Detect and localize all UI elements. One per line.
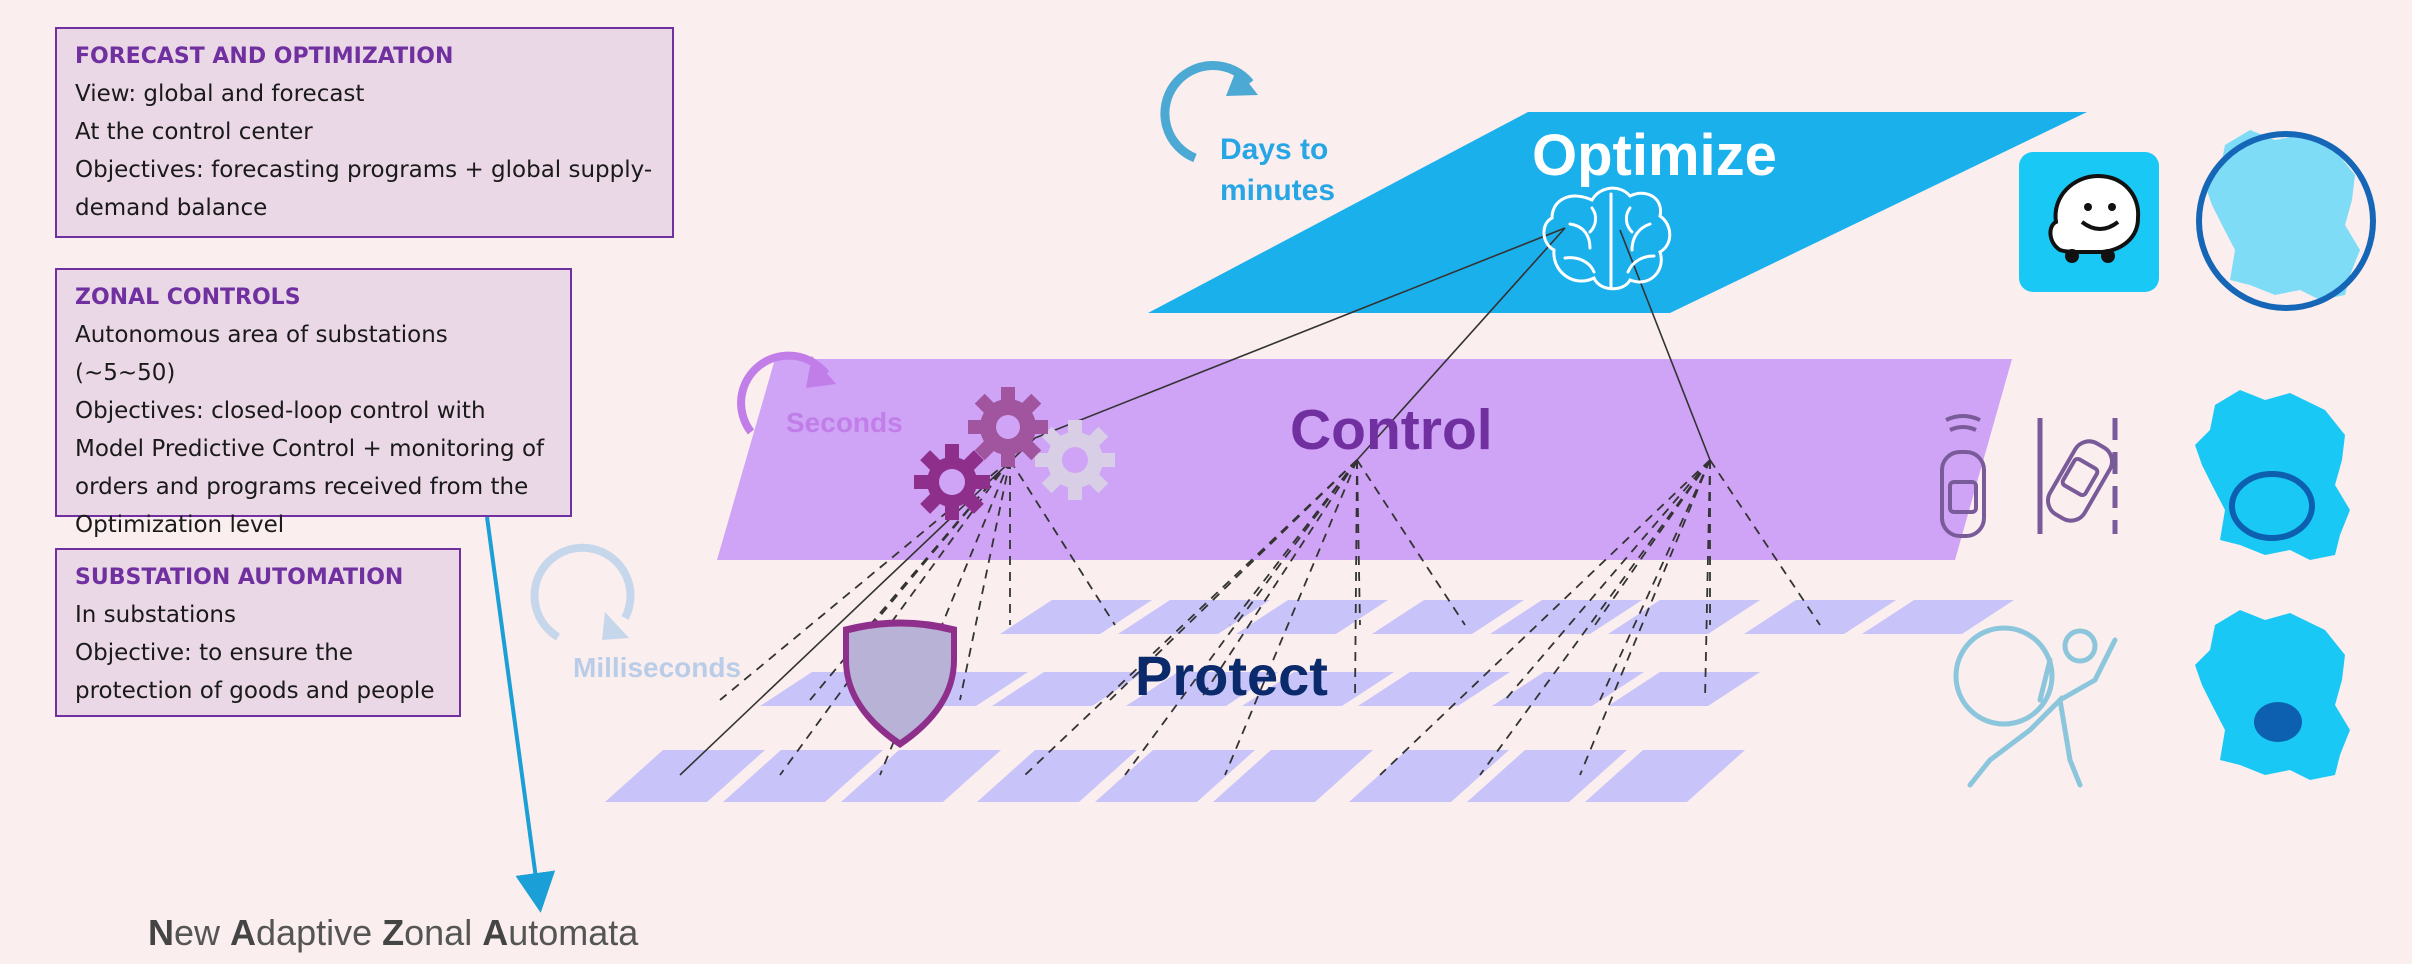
protect-tile bbox=[1467, 750, 1627, 802]
days-label-line2: minutes bbox=[1220, 174, 1335, 207]
days-label-line1: Days to bbox=[1220, 133, 1328, 166]
protect-tile bbox=[1358, 672, 1510, 706]
car-lane-assist-icon bbox=[1940, 414, 2118, 538]
nzaa-title: New Adaptive Zonal Automata bbox=[148, 912, 638, 954]
forecast-optimization-box: FORECAST AND OPTIMIZATION View: global a… bbox=[55, 27, 674, 238]
zonal-controls-box: ZONAL CONTROLS Autonomous area of substa… bbox=[55, 268, 572, 538]
protect-layer bbox=[605, 600, 2014, 802]
protect-tile bbox=[1608, 600, 1760, 634]
protect-tile bbox=[723, 750, 883, 802]
title-rest: utomata bbox=[508, 912, 639, 953]
gear-tooth bbox=[1001, 451, 1015, 467]
title-initial: N bbox=[148, 912, 174, 953]
optimize-label: Optimize bbox=[1532, 123, 1777, 188]
gear-tooth bbox=[968, 420, 984, 434]
zonal-line: Objectives: closed-loop control with bbox=[75, 398, 486, 424]
protect-tile bbox=[1372, 600, 1524, 634]
zonal-line: orders and programs received from the bbox=[75, 474, 529, 500]
forecast-line: Objectives: forecasting programs + globa… bbox=[75, 157, 653, 183]
france-map-icon bbox=[2195, 390, 2350, 560]
gear-tooth bbox=[1068, 484, 1082, 500]
control-plane-3 bbox=[1420, 359, 2012, 560]
days-refresh-icon bbox=[1160, 61, 1258, 163]
france-map-icon bbox=[2196, 130, 2376, 311]
seconds-refresh-icon bbox=[737, 351, 836, 435]
gear-tooth bbox=[1035, 453, 1051, 467]
substation-automation-box: SUBSTATION AUTOMATION In substations Obj… bbox=[55, 548, 461, 717]
seconds-label: Seconds bbox=[786, 407, 903, 438]
forecast-line: At the control center bbox=[75, 119, 313, 145]
protect-tile bbox=[1492, 672, 1644, 706]
zonal-line: Model Predictive Control + monitoring of bbox=[75, 436, 545, 462]
protect-tile bbox=[1349, 750, 1509, 802]
protect-tile bbox=[1126, 672, 1278, 706]
protect-tile bbox=[605, 750, 765, 802]
shield-icon bbox=[843, 619, 957, 748]
protect-tile bbox=[1095, 750, 1255, 802]
protect-tile bbox=[1608, 672, 1760, 706]
title-rest: ew bbox=[174, 912, 231, 953]
zonal-line: Optimization level bbox=[75, 512, 285, 538]
protect-label: Protect bbox=[1135, 644, 1328, 707]
gear-tooth bbox=[914, 475, 930, 489]
gear-tooth bbox=[1068, 420, 1082, 436]
forecast-box-title: FORECAST AND OPTIMIZATION bbox=[75, 44, 454, 69]
protect-tile bbox=[1585, 750, 1745, 802]
brain-icon bbox=[1542, 186, 1672, 291]
substation-box-title: SUBSTATION AUTOMATION bbox=[75, 565, 404, 590]
milliseconds-label: Milliseconds bbox=[573, 652, 741, 683]
gear-tooth bbox=[945, 444, 959, 460]
gear-tooth bbox=[945, 504, 959, 520]
forecast-line: demand balance bbox=[75, 195, 268, 221]
optimize-plane bbox=[1148, 112, 2087, 313]
airbag-icon bbox=[1953, 625, 2118, 788]
france-map-icon bbox=[2195, 610, 2350, 780]
gear-tooth bbox=[1032, 420, 1048, 434]
control-label: Control bbox=[1290, 398, 1493, 462]
milliseconds-refresh-icon bbox=[530, 543, 635, 641]
protect-tile bbox=[1242, 672, 1394, 706]
protect-tile bbox=[1744, 600, 1896, 634]
title-initial: A bbox=[482, 912, 509, 953]
substation-line: Objective: to ensure the bbox=[75, 640, 353, 666]
gear-tooth bbox=[974, 475, 990, 489]
waze-icon bbox=[2019, 152, 2159, 292]
protect-tile bbox=[1490, 600, 1642, 634]
gear-tooth bbox=[1099, 453, 1115, 467]
protect-tile bbox=[1862, 600, 2014, 634]
title-initial: Z bbox=[382, 912, 405, 953]
title-initial: A bbox=[230, 912, 257, 953]
forecast-line: View: global and forecast bbox=[75, 81, 365, 107]
protect-tile bbox=[992, 672, 1144, 706]
gear-tooth bbox=[1001, 387, 1015, 403]
zonal-box-title: ZONAL CONTROLS bbox=[75, 285, 301, 310]
protect-tile bbox=[1118, 600, 1270, 634]
substation-line: In substations bbox=[75, 602, 236, 628]
protect-tile bbox=[1213, 750, 1373, 802]
protect-tile bbox=[977, 750, 1137, 802]
title-rest: daptive bbox=[256, 912, 383, 953]
substation-line: protection of goods and people bbox=[75, 678, 435, 704]
optimize-links bbox=[679, 227, 1711, 776]
protect-tile bbox=[1236, 600, 1388, 634]
protect-tile bbox=[841, 750, 1001, 802]
gears-icon bbox=[914, 387, 1115, 520]
title-rest: onal bbox=[404, 912, 483, 953]
control-layer bbox=[717, 359, 2012, 560]
zonal-line: Autonomous area of substations (~5~50) bbox=[75, 322, 448, 386]
box-to-title-arrow bbox=[485, 516, 556, 913]
protect-tile bbox=[1000, 600, 1152, 634]
